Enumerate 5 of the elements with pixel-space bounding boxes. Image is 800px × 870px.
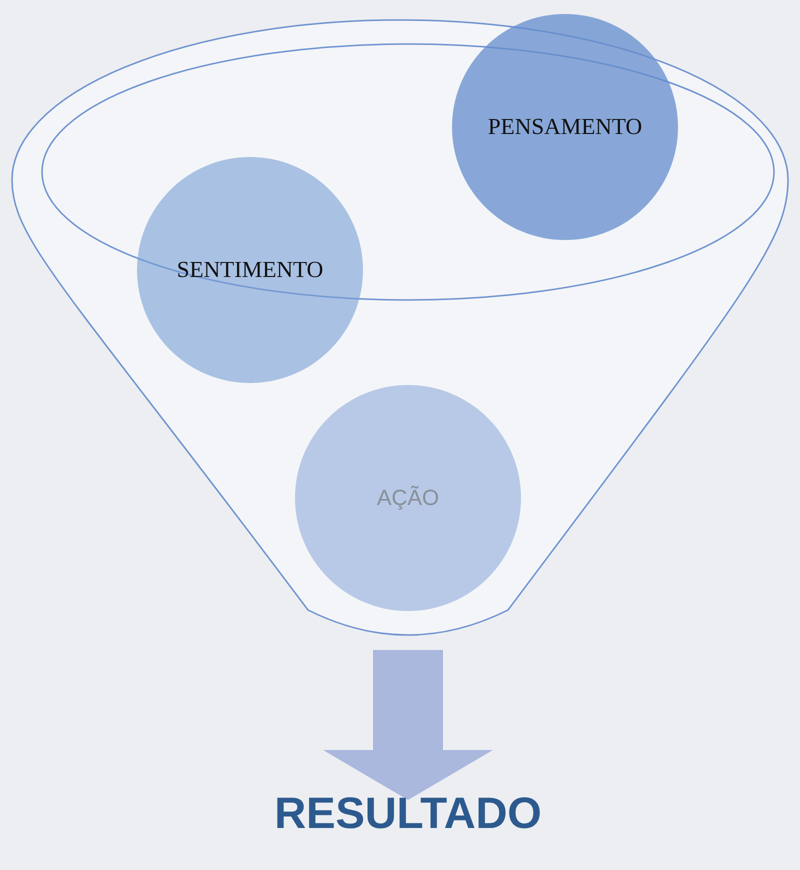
- arrow: [323, 650, 493, 800]
- result-label: RESULTADO: [200, 792, 616, 838]
- circle-label: PENSAMENTO: [488, 114, 642, 140]
- circle-label: SENTIMENTO: [176, 257, 324, 283]
- circle-label: AÇÃO: [376, 485, 440, 511]
